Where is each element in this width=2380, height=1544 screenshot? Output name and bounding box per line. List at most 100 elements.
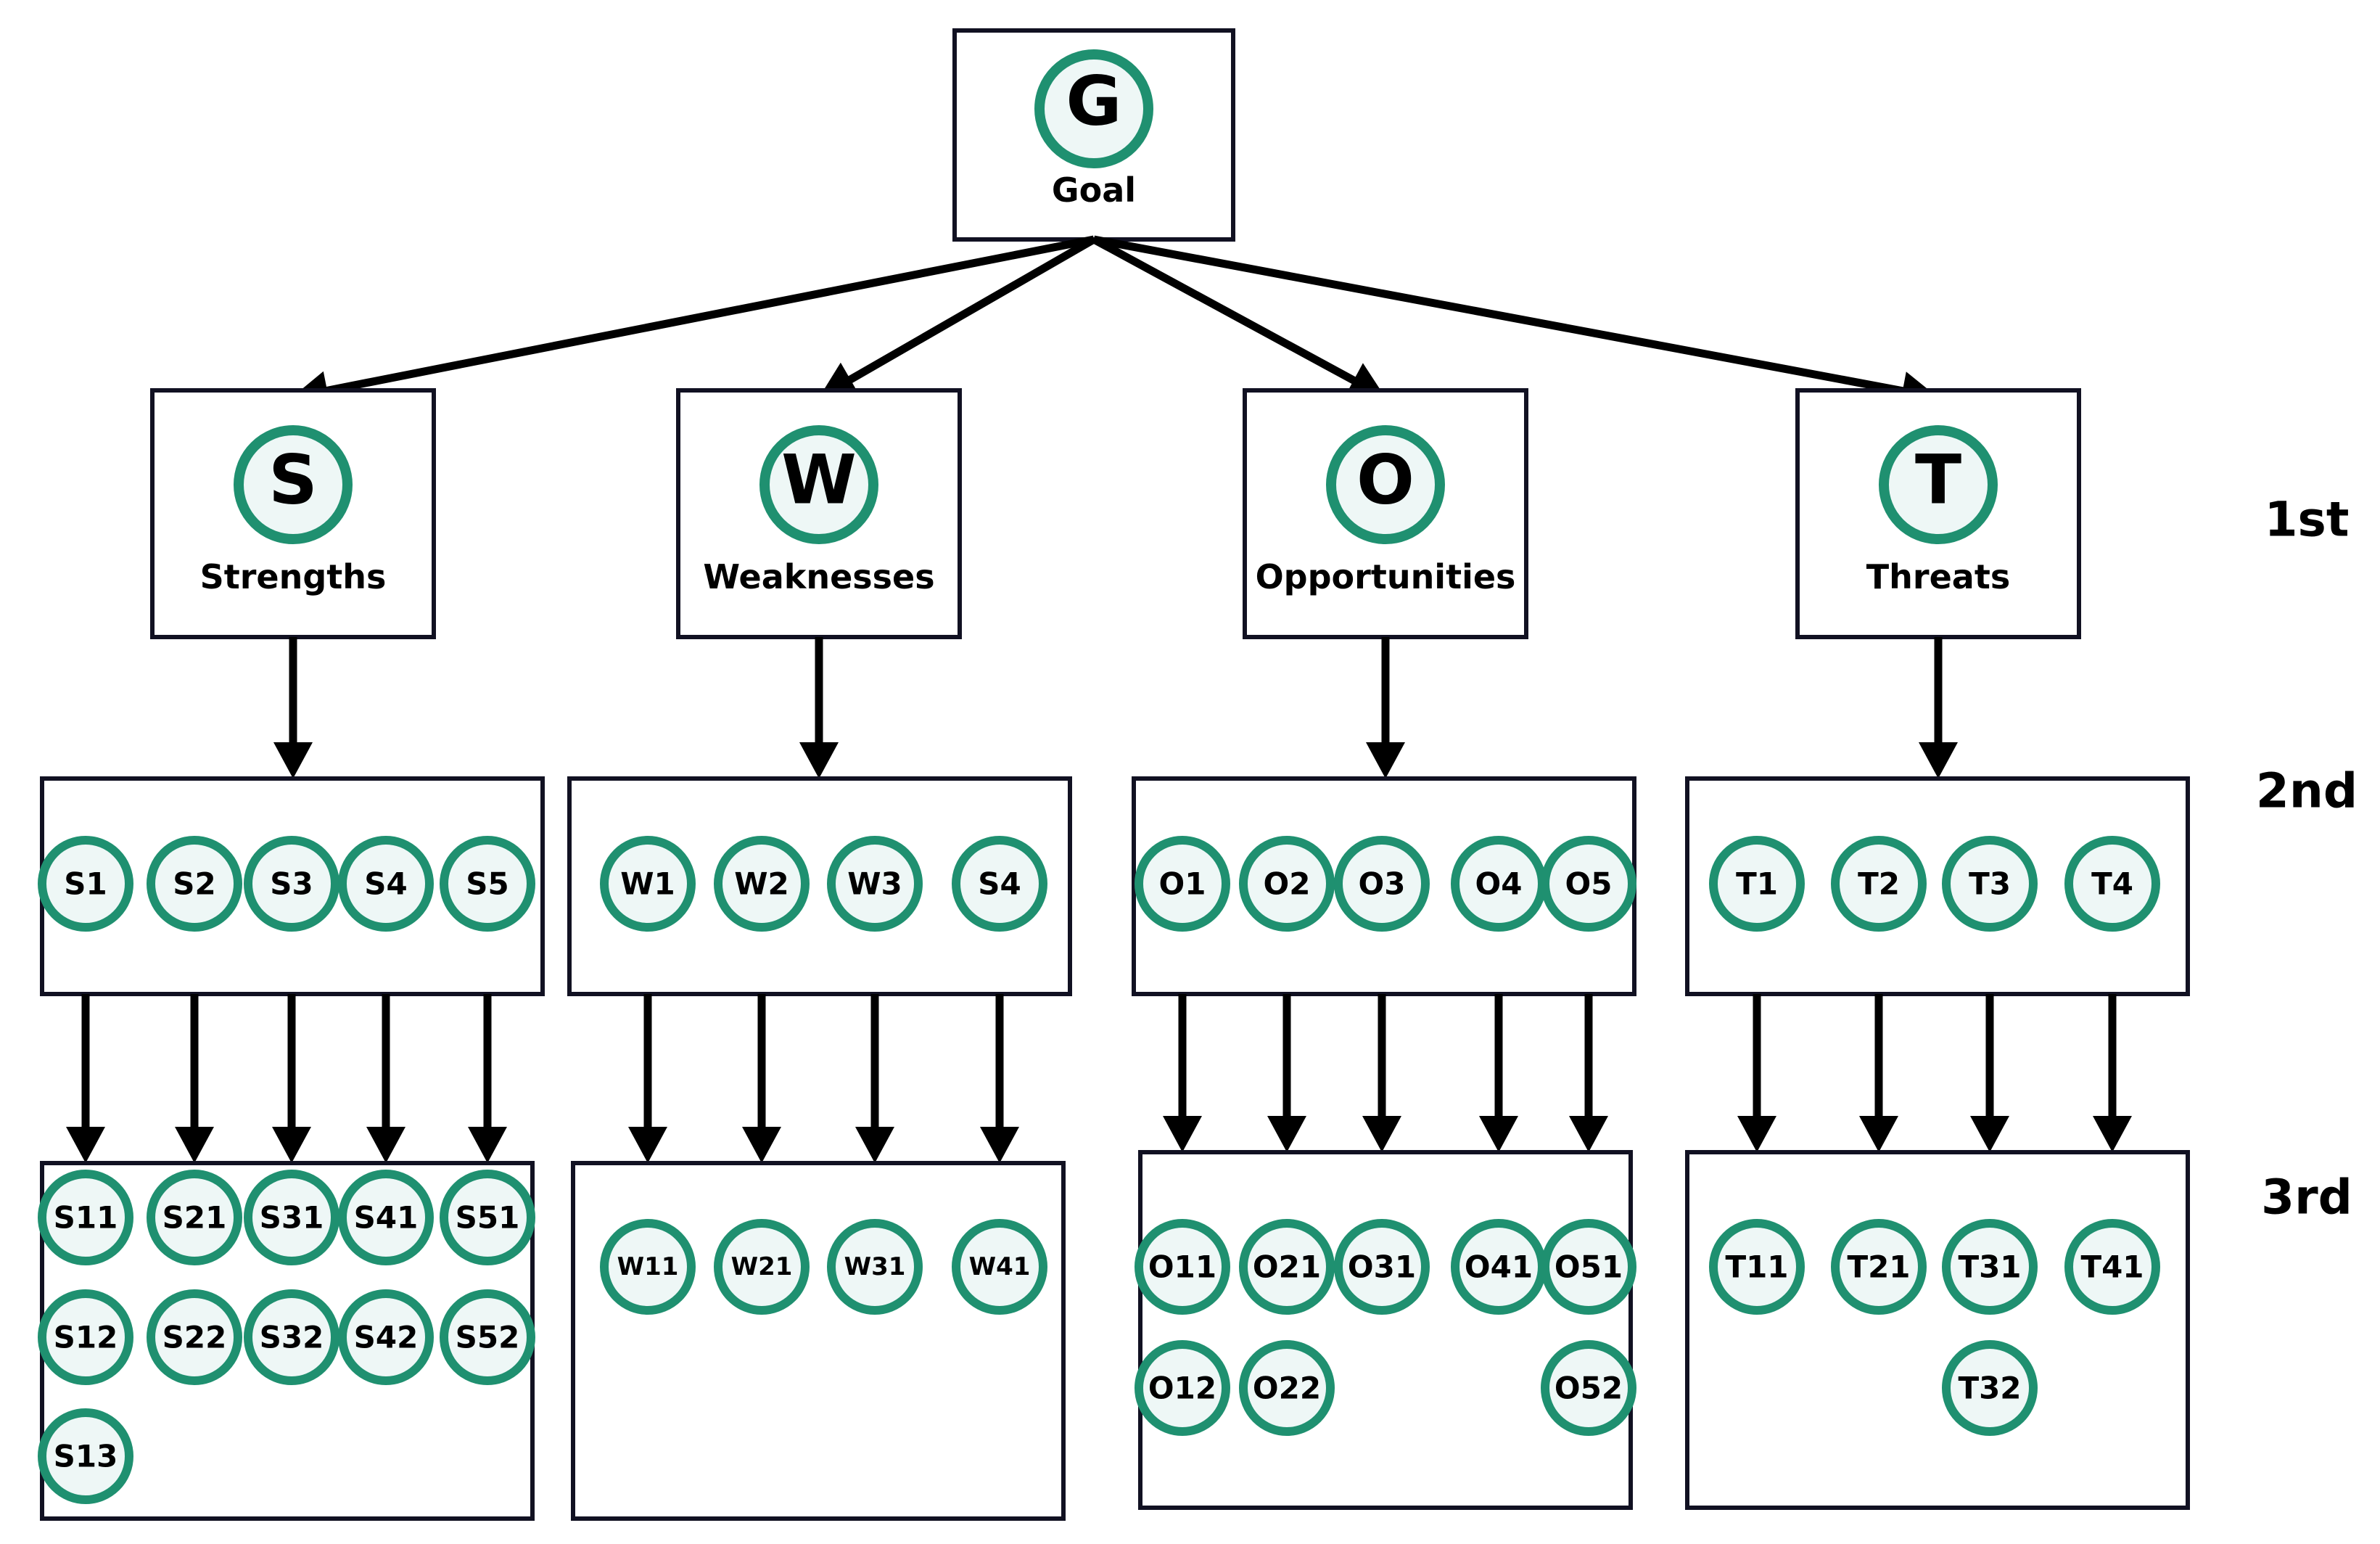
node-label-w31: W31 xyxy=(844,1252,906,1281)
node-label-o1: O1 xyxy=(1159,866,1206,902)
node-label-o3: O3 xyxy=(1359,866,1406,902)
node-label-s31: S31 xyxy=(260,1200,324,1236)
arrow-goal-to-t-shaft xyxy=(1092,235,1906,395)
node-label-w41: W41 xyxy=(969,1252,1031,1281)
node-label-o41: O41 xyxy=(1465,1249,1533,1285)
node-label-s11: S11 xyxy=(54,1200,118,1236)
node-label-t32: T32 xyxy=(1958,1371,2021,1406)
node-o22 xyxy=(1239,1340,1335,1436)
node-label-s22: S22 xyxy=(162,1320,227,1355)
arrow-s3-to-level3-head xyxy=(272,1127,311,1163)
node-label-s42: S42 xyxy=(354,1320,419,1355)
goal-name: Goal xyxy=(1052,171,1136,210)
category-circle-s xyxy=(234,425,353,544)
node-label-s52: S52 xyxy=(456,1320,520,1355)
node-o5-o-4 xyxy=(1541,836,1636,932)
arrow-s3-to-level3 xyxy=(272,994,311,1163)
node-label-o11: O11 xyxy=(1148,1249,1216,1285)
node-label-o5: O5 xyxy=(1565,866,1613,902)
arrow-s5-to-level3 xyxy=(468,994,507,1163)
node-s22 xyxy=(147,1289,242,1385)
node-o21 xyxy=(1239,1219,1335,1315)
node-w11 xyxy=(600,1219,696,1315)
node-label-s1: S1 xyxy=(64,866,107,902)
node-label-s4: S4 xyxy=(978,866,1021,902)
goal-letter: G xyxy=(1066,62,1121,141)
category-name-t: Threats xyxy=(1866,557,2010,596)
arrow-s-to-level2-head xyxy=(273,742,313,779)
arrow-goal-to-o-shaft xyxy=(1092,236,1359,385)
arrow-s5-to-level3-head xyxy=(468,1127,507,1163)
category-name-w: Weaknesses xyxy=(703,557,934,596)
category-letter-w: W xyxy=(781,441,857,520)
node-label-t31: T31 xyxy=(1958,1249,2021,1285)
arrow-s1-to-level3-head xyxy=(66,1127,105,1163)
node-t1-t-0 xyxy=(1709,836,1805,932)
arrow-w1-to-level3 xyxy=(628,994,667,1163)
node-label-o22: O22 xyxy=(1253,1371,1321,1406)
node-label-s3: S3 xyxy=(270,866,313,902)
node-s52 xyxy=(440,1289,535,1385)
node-w2-w-1 xyxy=(714,836,810,932)
node-s4-w-3 xyxy=(952,836,1047,932)
arrow-goal-to-s xyxy=(292,235,1095,410)
node-o1-o-0 xyxy=(1135,836,1230,932)
node-o12 xyxy=(1135,1340,1230,1436)
node-o52 xyxy=(1541,1340,1636,1436)
node-label-s51: S51 xyxy=(456,1200,520,1236)
node-label-o31: O31 xyxy=(1348,1249,1416,1285)
node-w1-w-0 xyxy=(600,836,696,932)
category-circle-w xyxy=(759,425,878,544)
node-s42 xyxy=(338,1289,434,1385)
category-circle-o xyxy=(1326,425,1445,544)
arrow-w-to-level2-head xyxy=(799,742,839,779)
node-s12 xyxy=(38,1289,133,1385)
node-label-o21: O21 xyxy=(1253,1249,1321,1285)
arrow-s4-to-level3-head xyxy=(366,1127,405,1163)
node-label-o2: O2 xyxy=(1264,866,1311,902)
node-s51 xyxy=(440,1170,535,1265)
node-label-s41: S41 xyxy=(354,1200,419,1236)
arrow-o2-to-level3 xyxy=(1267,994,1306,1152)
node-label-t3: T3 xyxy=(1969,866,2011,902)
arrow-w3-to-level3-head xyxy=(855,1127,894,1163)
node-o11 xyxy=(1135,1219,1230,1315)
node-s31 xyxy=(244,1170,339,1265)
arrow-goal-to-w-shaft xyxy=(846,236,1096,385)
arrow-s4-to-level3-head xyxy=(980,1127,1019,1163)
node-label-s32: S32 xyxy=(260,1320,324,1355)
category-name-s: Strengths xyxy=(200,557,387,596)
node-label-w2: W2 xyxy=(734,866,789,902)
node-label-s12: S12 xyxy=(54,1320,118,1355)
arrow-w2-to-level3-head xyxy=(742,1127,781,1163)
level-label-1st: 1st xyxy=(2265,492,2350,548)
node-s11 xyxy=(38,1170,133,1265)
node-s32 xyxy=(244,1289,339,1385)
arrow-o5-to-level3 xyxy=(1569,994,1608,1152)
category-circle-t xyxy=(1879,425,1998,544)
arrow-o5-to-level3-head xyxy=(1569,1116,1608,1152)
arrow-w1-to-level3-head xyxy=(628,1127,667,1163)
arrow-s1-to-level3 xyxy=(66,994,105,1163)
node-o2-o-1 xyxy=(1239,836,1335,932)
arrow-o-to-level2-head xyxy=(1366,742,1405,779)
node-t4-t-3 xyxy=(2064,836,2160,932)
category-letter-t: T xyxy=(1915,441,1961,520)
node-t32 xyxy=(1942,1340,2038,1436)
category-letter-o: O xyxy=(1356,441,1415,520)
arrow-o2-to-level3-head xyxy=(1267,1116,1306,1152)
arrow-t2-to-level3 xyxy=(1859,994,1898,1152)
arrow-t1-to-level3-head xyxy=(1737,1116,1776,1152)
node-label-t11: T11 xyxy=(1725,1249,1788,1285)
node-o31 xyxy=(1334,1219,1430,1315)
node-label-s4: S4 xyxy=(364,866,407,902)
node-t31 xyxy=(1942,1219,2038,1315)
node-s21 xyxy=(147,1170,242,1265)
node-label-o4: O4 xyxy=(1475,866,1523,902)
arrow-o1-to-level3-head xyxy=(1163,1116,1202,1152)
arrow-o-to-level2 xyxy=(1366,637,1405,779)
node-s13 xyxy=(38,1408,133,1504)
arrow-o3-to-level3 xyxy=(1362,994,1401,1152)
node-t11 xyxy=(1709,1219,1805,1315)
category-name-o: Opportunities xyxy=(1256,557,1516,596)
